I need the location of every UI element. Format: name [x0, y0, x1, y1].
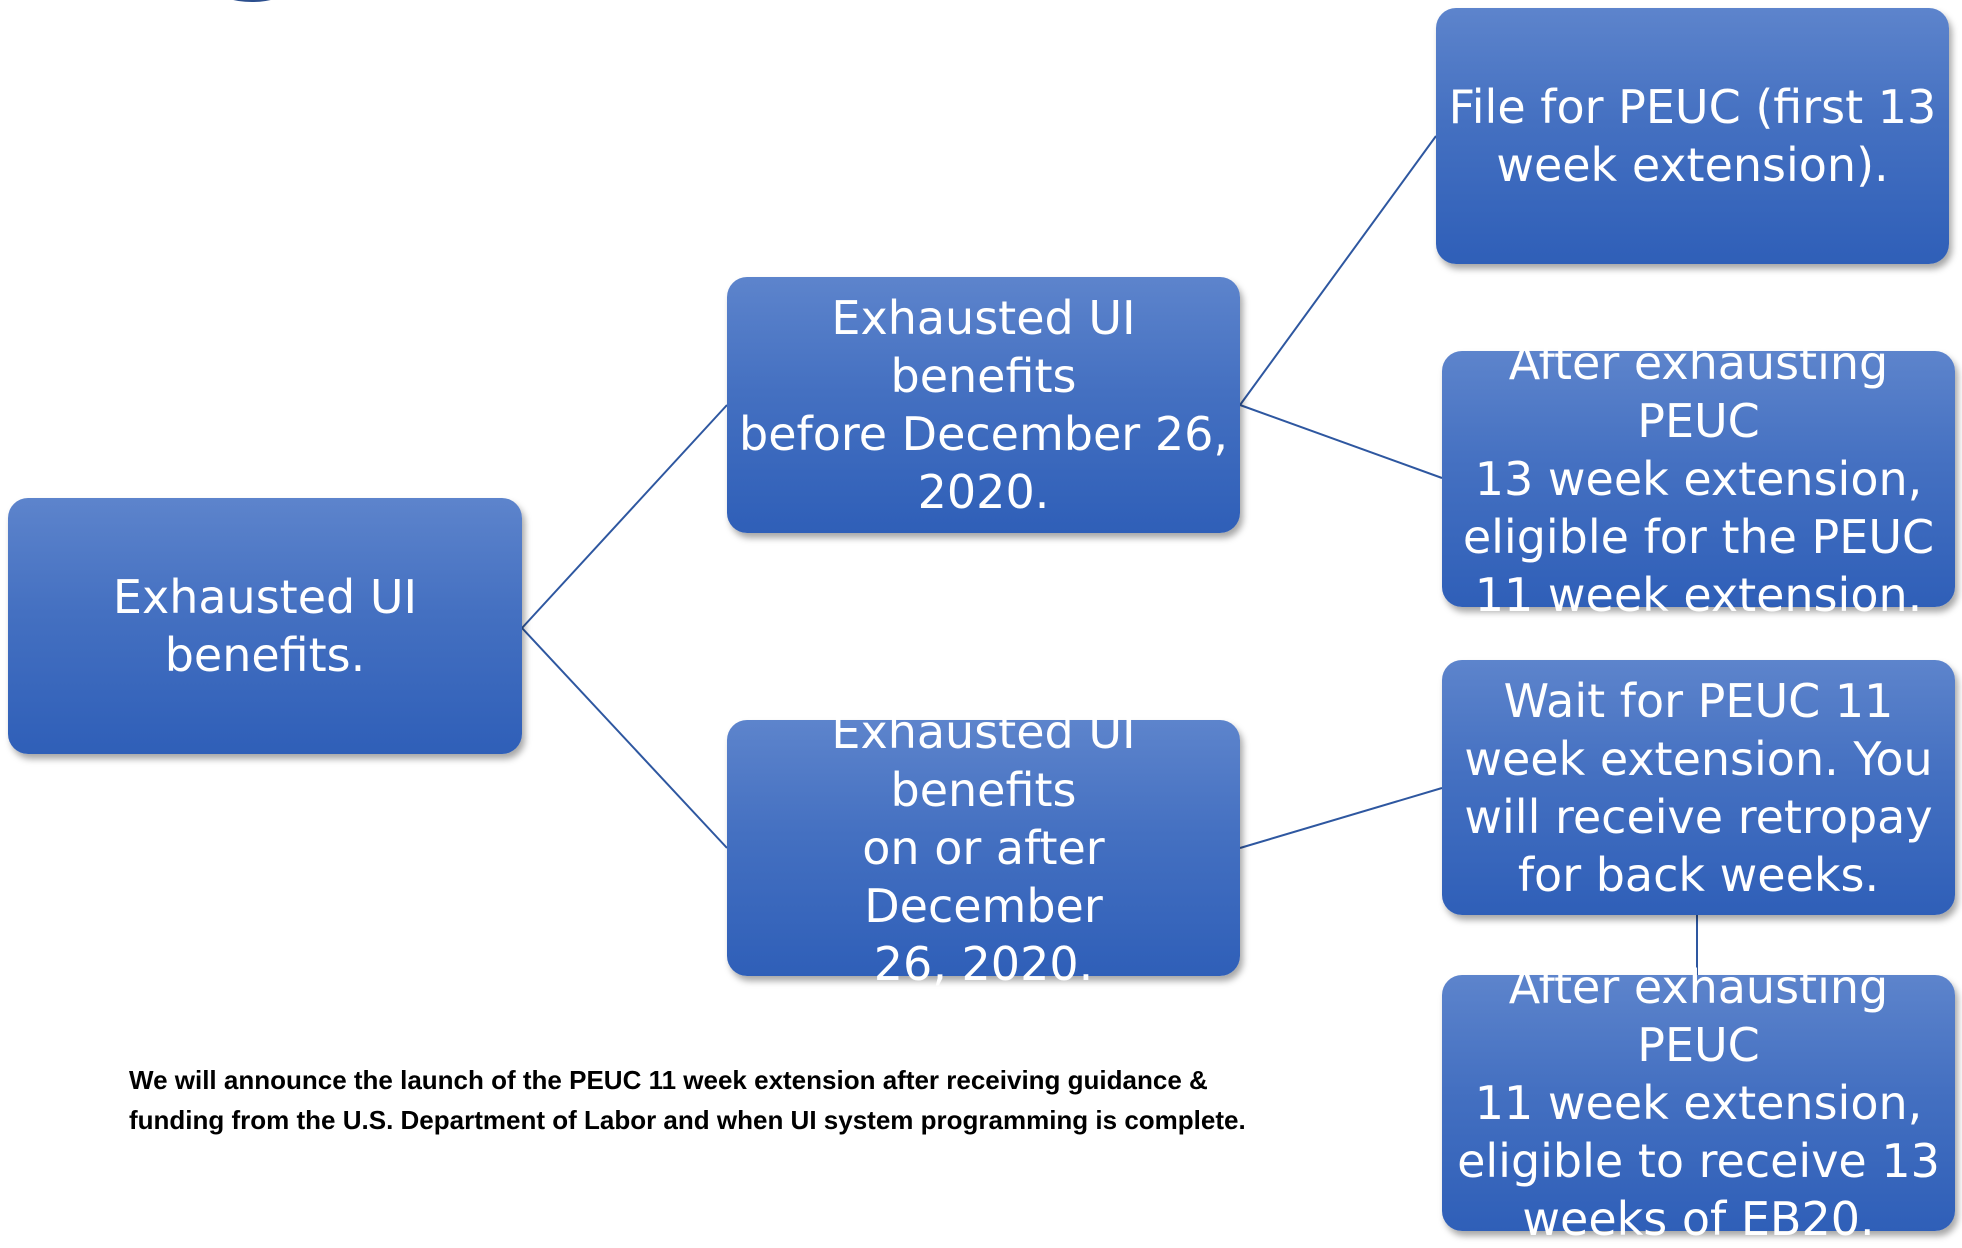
connector-before-file	[1239, 135, 1437, 406]
connector-before-peuc13	[1239, 404, 1443, 479]
connector-root-before	[521, 404, 728, 629]
node-after-peuc-11: After exhausting PEUC 11 week extension,…	[1442, 960, 1955, 1246]
connector-root-after	[521, 627, 728, 849]
note-line-1: We will announce the launch of the PEUC …	[129, 1065, 1208, 1095]
node-exhausted-ui: Exhausted UI benefits.	[8, 498, 522, 754]
node-after-dec-26: Exhausted UI benefits on or after Decemb…	[727, 705, 1240, 991]
note-line-2: funding from the U.S. Department of Labo…	[129, 1105, 1246, 1135]
node-wait-peuc-11: Wait for PEUC 11 week extension. You wil…	[1442, 660, 1955, 915]
node-before-dec-26: Exhausted UI benefits before December 26…	[727, 277, 1240, 533]
announcement-note: We will announce the launch of the PEUC …	[129, 1060, 1389, 1140]
connector-after-wait	[1239, 787, 1443, 849]
node-after-peuc-13: After exhausting PEUC 13 week extension,…	[1442, 336, 1955, 622]
node-file-peuc: File for PEUC (first 13 week extension).	[1436, 8, 1949, 264]
